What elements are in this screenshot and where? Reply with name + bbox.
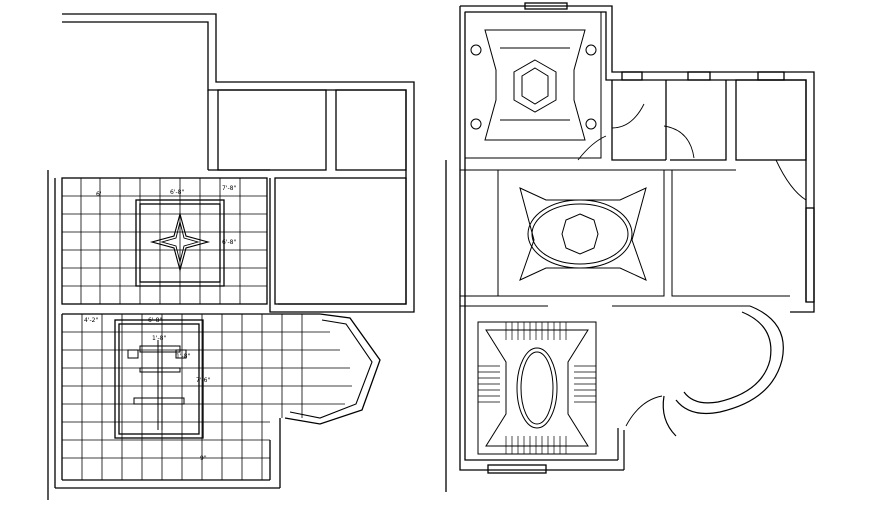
left-small-rooms xyxy=(217,89,407,305)
ceiling-room-middle xyxy=(459,169,790,297)
dim-lower-inner-b: 1'-8" xyxy=(176,353,190,360)
tiled-room-upper xyxy=(61,177,268,305)
left-outer-walls xyxy=(47,13,415,500)
ceiling-room-lower xyxy=(460,305,750,455)
right-outer-walls xyxy=(459,2,815,474)
dimension-labels: 6' 6'-8" 7'-8" 6'-8" 4'-2" 6'-8" 1'-8" 1… xyxy=(84,185,236,462)
dim-lower-inner-a: 1'-8" xyxy=(152,335,166,342)
tiled-room-lower xyxy=(61,313,381,480)
dim-lower-mid: 6'-8" xyxy=(148,317,162,324)
dim-top-left: 6' xyxy=(96,191,102,198)
right-small-rooms xyxy=(577,79,807,201)
dim-lower-bottom: 9" xyxy=(200,455,207,462)
dim-lower-top: 4'-2" xyxy=(84,317,98,324)
dim-lower-right: 7'-6" xyxy=(196,377,210,384)
dim-top-mid: 6'-8" xyxy=(170,189,184,196)
left-plan xyxy=(47,13,415,500)
right-plan xyxy=(459,2,815,474)
dim-top-right: 7'-8" xyxy=(222,185,236,192)
dim-right-mid: 6'-8" xyxy=(222,239,236,246)
ceiling-room-top xyxy=(464,11,602,159)
curved-bay xyxy=(617,305,784,470)
